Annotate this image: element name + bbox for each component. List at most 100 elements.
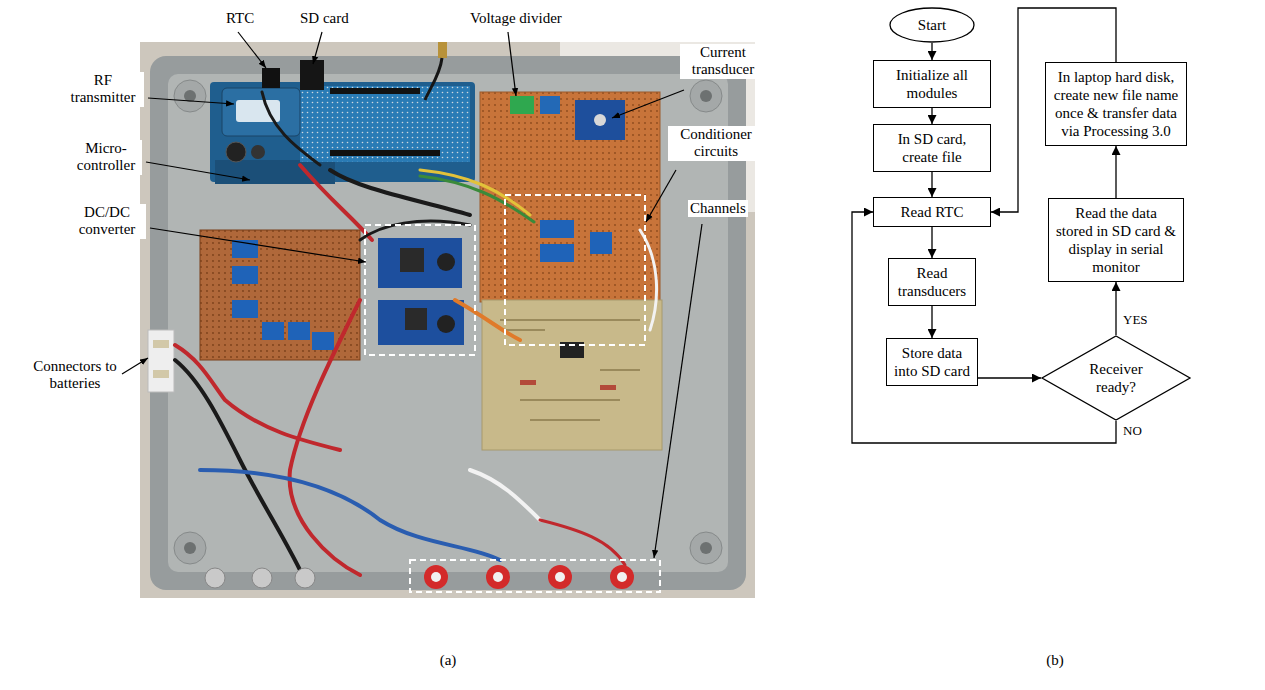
binding-post <box>610 565 634 589</box>
wires <box>175 345 340 450</box>
node-text: Store data into SD card <box>893 344 971 380</box>
node-text: Read the data stored in SD card & displa… <box>1055 204 1177 276</box>
enclosure-wall <box>150 56 746 590</box>
battery-connector <box>148 330 174 392</box>
dc-dc-converter <box>400 248 424 272</box>
wires <box>470 470 540 520</box>
wires <box>175 92 657 575</box>
flow-arrow <box>931 172 932 197</box>
node-text: In SD card, create file <box>880 130 984 166</box>
binding-post <box>493 572 503 582</box>
terminal-board <box>232 266 258 284</box>
wires <box>540 520 625 565</box>
callout-label: Conditioner circuits <box>668 126 764 161</box>
microcontroller-board <box>210 82 475 184</box>
process-box: Read the data stored in SD card & displa… <box>1048 198 1184 282</box>
dc-dc-converter <box>378 300 464 345</box>
leader-line <box>612 90 684 118</box>
flow-arrow <box>978 377 1041 378</box>
antenna <box>425 42 447 100</box>
sensor-board <box>590 232 612 254</box>
ellipse-outline <box>890 8 974 42</box>
photo-background <box>140 42 755 598</box>
diamond-outline <box>1041 335 1191 421</box>
callout-label: SD card <box>298 10 351 27</box>
flow-arrow <box>1115 282 1116 335</box>
screw-boss <box>690 532 722 564</box>
screw-boss <box>700 90 712 102</box>
callout-label: Channels <box>688 200 748 217</box>
leader-line <box>313 32 322 64</box>
leader-line <box>150 228 366 262</box>
process-box: Initialize all modules <box>873 60 991 108</box>
wires <box>640 230 657 330</box>
dc-dc-converter <box>378 238 462 288</box>
binding-post <box>295 568 315 588</box>
callout-label: Micro-controller <box>70 140 142 175</box>
leader-line <box>148 98 234 104</box>
microcontroller-board <box>330 150 440 156</box>
terminal-board <box>312 332 334 350</box>
wires <box>455 300 520 340</box>
wires <box>175 360 300 570</box>
wires <box>262 92 320 165</box>
flow-arrow <box>931 43 932 60</box>
wires <box>200 470 500 560</box>
panel-letter: (b) <box>1044 652 1066 669</box>
dc-dc-converter <box>378 238 464 345</box>
node-text: Receiver ready? <box>1073 360 1159 396</box>
conditioner-pcb <box>500 320 640 420</box>
leader-line <box>238 32 266 68</box>
leader-line <box>646 170 676 222</box>
diamond-outline <box>1042 336 1190 420</box>
sd-card-module <box>300 60 324 90</box>
sensor-board <box>540 96 560 114</box>
binding-post <box>205 568 225 588</box>
terminal-board <box>232 300 258 318</box>
leader-line <box>122 358 148 374</box>
binding-post <box>424 565 448 589</box>
node-text: Read transducers <box>895 264 969 300</box>
screw-boss <box>174 80 206 112</box>
process-box: In SD card, create file <box>873 124 991 172</box>
microcontroller-board <box>251 145 265 159</box>
flow-arrow <box>931 306 932 338</box>
terminal-board <box>200 230 360 360</box>
callout-label: Current transducer <box>680 44 766 79</box>
sensor-board <box>510 96 534 114</box>
rtc-module <box>262 68 280 88</box>
binding-post <box>205 565 634 589</box>
process-box: Read RTC <box>873 197 991 227</box>
binding-post <box>555 572 565 582</box>
callout-label: DC/DC converter <box>68 204 146 239</box>
screw-boss <box>184 542 196 554</box>
leader-line <box>654 224 702 558</box>
battery-connector <box>153 370 169 378</box>
battery-connector <box>153 340 169 348</box>
wires <box>300 165 372 240</box>
decision-diamond: Receiver ready? <box>1041 335 1191 421</box>
antenna <box>438 42 447 58</box>
conditioner-pcb <box>520 380 536 385</box>
screw-boss <box>700 542 712 554</box>
binding-post <box>431 572 441 582</box>
panel-letter: (a) <box>438 652 459 669</box>
conditioner-pcb <box>482 300 662 450</box>
callout-label: Voltage divider <box>468 10 564 27</box>
process-box: In laptop hard disk, create new file nam… <box>1045 62 1187 146</box>
sensor-board <box>540 244 574 262</box>
photo-scene <box>140 42 755 598</box>
conditioner-pcb <box>600 385 616 390</box>
edge-label: NO <box>1122 424 1143 438</box>
node-text: Read RTC <box>901 203 964 221</box>
terminal-board <box>262 322 284 340</box>
dc-dc-converter <box>437 315 455 333</box>
node-text: In laptop hard disk, create new file nam… <box>1052 68 1180 140</box>
process-box: Read transducers <box>888 258 976 306</box>
antenna <box>425 58 442 100</box>
callout-label: Connectors to batteries <box>30 358 120 393</box>
dashed-frame <box>365 195 660 592</box>
binding-post <box>252 568 272 588</box>
microcontroller-board <box>330 88 420 94</box>
